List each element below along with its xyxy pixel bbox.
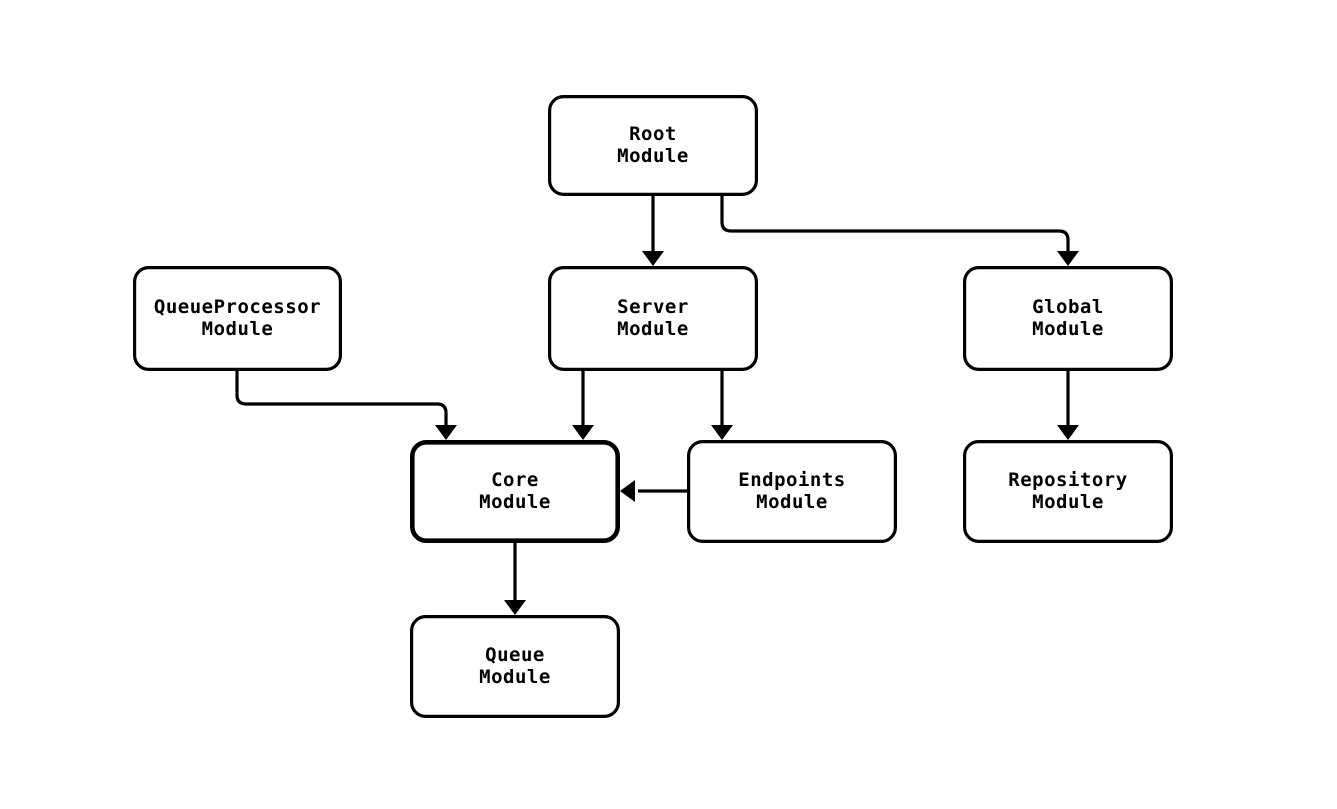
server-module-node-label-line1: Server [617, 296, 689, 318]
root-module-node-box[interactable] [547, 94, 758, 197]
repository-module-node-label-line2: Module [1032, 491, 1104, 513]
edge-endpoints-to-core-arrowhead-icon [620, 480, 635, 502]
global-module-node-box[interactable] [962, 266, 1173, 372]
queueprocessor-module-node-box[interactable] [133, 266, 343, 372]
repository-module-node-label-line1: Repository [1008, 469, 1127, 491]
edge-root-to-server-arrowhead-icon [642, 251, 664, 266]
edge-queueprocessor-to-core-arrowhead-icon [435, 425, 457, 440]
core-module-node-label-line1: Core [491, 469, 539, 491]
endpoints-module-node-label-line2: Module [756, 491, 828, 513]
nodes-layer: RootModuleQueueProcessorModuleServerModu… [133, 94, 1173, 718]
core-module-node-label-line2: Module [479, 491, 551, 513]
edge-server-to-core [572, 371, 594, 440]
edge-global-to-repository-arrowhead-icon [1057, 425, 1079, 440]
edge-server-to-endpoints-arrowhead-icon [711, 425, 733, 440]
edge-root-to-server [642, 196, 664, 266]
global-module-node-label-line1: Global [1032, 296, 1104, 318]
edge-root-to-global-arrowhead-icon [1057, 251, 1079, 266]
queueprocessor-module-node-label-line2: Module [202, 318, 274, 340]
root-module-node-label-line2: Module [617, 145, 689, 167]
edge-root-to-global-line [720, 196, 1070, 252]
edge-queueprocessor-to-core-line [235, 371, 448, 426]
edge-root-to-global [720, 196, 1079, 266]
server-module-node-box[interactable] [547, 266, 758, 372]
edge-global-to-repository [1057, 371, 1079, 440]
endpoints-module-node-label-line1: Endpoints [738, 469, 845, 491]
queue-module-node-box[interactable] [410, 614, 621, 718]
root-module-node-label-line1: Root [629, 123, 677, 145]
queue-module-node-label-line2: Module [479, 666, 551, 688]
global-module-node-label-line2: Module [1032, 318, 1104, 340]
repository-module-node-box[interactable] [962, 440, 1173, 544]
edge-server-to-endpoints [711, 371, 733, 440]
edges-layer [235, 196, 1079, 615]
endpoints-module-node-box[interactable] [686, 440, 897, 544]
queue-module-node-label-line1: Queue [485, 644, 545, 666]
core-module-node-box[interactable] [409, 439, 620, 543]
queueprocessor-module-node-label-line1: QueueProcessor [154, 296, 321, 318]
edge-core-to-queue-arrowhead-icon [504, 600, 526, 615]
edge-core-to-queue [504, 543, 526, 615]
edge-queueprocessor-to-core [235, 371, 457, 440]
edge-server-to-core-arrowhead-icon [572, 425, 594, 440]
edge-endpoints-to-core [620, 480, 687, 502]
server-module-node-label-line2: Module [617, 318, 689, 340]
